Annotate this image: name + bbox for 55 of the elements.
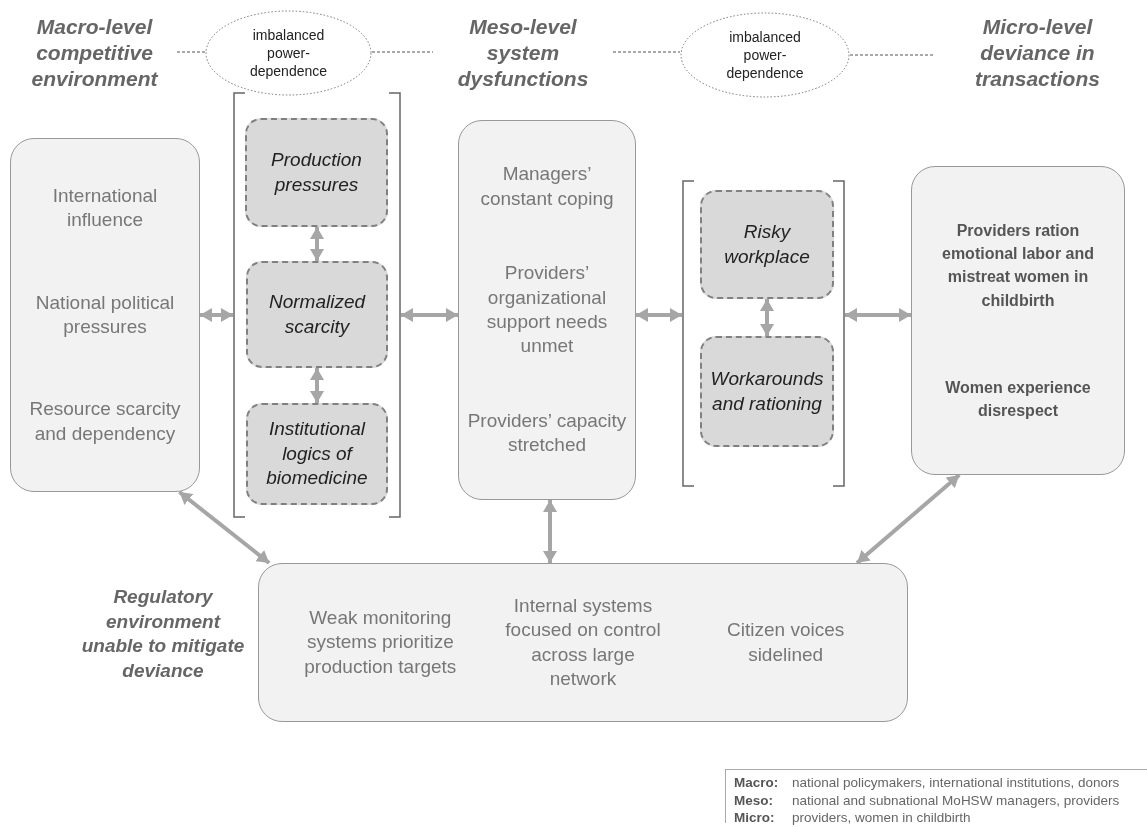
bracket-group xyxy=(233,92,401,518)
bracket-group xyxy=(682,180,845,487)
side-heading: Regulatory environment unable to mitigate deviance xyxy=(80,585,246,684)
double-arrow xyxy=(760,299,774,336)
dashed-box xyxy=(245,118,388,227)
level-label: Macro: xyxy=(734,774,780,792)
rounded-box xyxy=(258,563,908,722)
node-text: Internal systems focused on control across large network xyxy=(504,593,662,691)
node-text: National political pressures xyxy=(34,290,176,339)
rounded-box xyxy=(458,120,636,500)
connector-line xyxy=(849,54,936,56)
node-text: Women experience disrespect xyxy=(944,377,1092,421)
node-text: Production pressures xyxy=(270,147,363,197)
double-arrow xyxy=(401,308,458,322)
heading-text: Meso-level system dysfunctions xyxy=(456,13,590,93)
actor-list: national policymakers, international institutions, donors xyxy=(792,774,1147,792)
node-text: Resource scarcity and dependency xyxy=(28,397,182,446)
dashed-box xyxy=(246,261,388,368)
node-text: Managers’ constant coping xyxy=(479,162,615,211)
rounded-box xyxy=(911,166,1125,475)
connector-line xyxy=(371,51,434,53)
node-text: Institutional logics of biomedicine xyxy=(265,416,369,491)
connector-line xyxy=(176,51,206,53)
node-text: Normalized scarcity xyxy=(267,289,367,339)
connector-line xyxy=(612,51,681,53)
node-text: Workarounds and rationing xyxy=(709,366,825,416)
dashed-box xyxy=(246,403,388,505)
node-text: Citizen voices sidelined xyxy=(726,618,846,667)
double-arrow xyxy=(543,500,557,563)
double-arrow xyxy=(636,308,682,322)
actor-list: national and subnational MoHSW managers, providers xyxy=(792,791,1147,810)
dotted-ellipse xyxy=(680,12,850,98)
double-arrow xyxy=(178,490,271,565)
double-arrow xyxy=(310,227,324,261)
node-text: Providers ration emotional labor and mistreat women in childbirth xyxy=(941,220,1095,311)
double-arrow xyxy=(855,473,961,565)
rounded-box xyxy=(10,138,200,492)
heading-text: Macro-level competitive environment xyxy=(30,13,159,93)
node-text: International influence xyxy=(51,184,159,233)
node-text: imbalanced power-dependence xyxy=(725,27,805,83)
actor-list: providers, women in childbirth xyxy=(792,809,1147,827)
node-text: Providers’ organizational support needs unmet xyxy=(485,261,609,359)
dashed-box xyxy=(700,190,834,299)
node-text: imbalanced power-dependence xyxy=(248,25,329,81)
double-arrow xyxy=(200,308,233,322)
level-label: Micro: xyxy=(734,809,776,827)
node-text: Risky workplace xyxy=(723,219,811,269)
level-label: Meso: xyxy=(734,791,774,810)
node-text: Weak monitoring systems prioritize production targets xyxy=(303,606,458,679)
double-arrow xyxy=(310,368,324,403)
double-arrow xyxy=(845,308,911,322)
dashed-box xyxy=(700,336,834,447)
node-text: Providers’ capacity stretched xyxy=(467,409,627,458)
heading-text: Micro-level deviance in transactions xyxy=(974,13,1101,93)
dotted-ellipse xyxy=(205,10,372,96)
